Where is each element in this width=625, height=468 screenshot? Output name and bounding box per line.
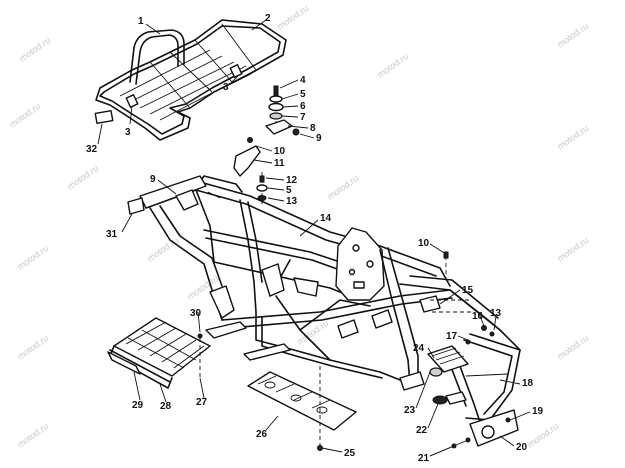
- watermark: motod.ru: [325, 173, 360, 202]
- watermark: motod.ru: [7, 101, 42, 130]
- watermark: motod.ru: [555, 235, 590, 264]
- callout-number: 10: [418, 238, 430, 249]
- skid-plate: [247, 366, 357, 451]
- watermark: motod.ru: [17, 35, 52, 64]
- callout-number: 18: [522, 378, 534, 389]
- callout-number: 32: [86, 144, 98, 155]
- callout-number: 30: [190, 308, 202, 319]
- callout-number: 5: [286, 185, 292, 196]
- callout-number: 26: [256, 429, 268, 440]
- front-bumper: [445, 333, 521, 449]
- watermark: motod.ru: [145, 235, 180, 264]
- callout-number: 20: [516, 442, 528, 453]
- watermark: motod.ru: [15, 243, 50, 272]
- callout-number: 31: [106, 229, 118, 240]
- callout-number: 19: [532, 406, 544, 417]
- callout-number: 6: [300, 101, 306, 112]
- front-mount-hardware: [430, 251, 495, 345]
- watermark: motod.ru: [525, 421, 560, 450]
- callout-number: 14: [320, 213, 332, 224]
- callout-number: 13: [490, 308, 502, 319]
- callout-number: 5: [300, 89, 306, 100]
- callout-number: 2: [265, 13, 271, 24]
- watermark: motod.ru: [275, 3, 310, 32]
- callout-number: 7: [300, 112, 306, 123]
- callout-number: 12: [286, 175, 298, 186]
- watermark: motod.ru: [555, 333, 590, 362]
- callout-number: 13: [286, 196, 298, 207]
- callout-number: 3: [223, 82, 229, 93]
- callout-number: 21: [418, 453, 430, 464]
- callout-number: 9: [316, 133, 322, 144]
- callout-number: 16: [472, 311, 484, 322]
- reflector: [94, 109, 114, 125]
- footpeg-assembly: [427, 345, 469, 405]
- callout-number: 8: [310, 123, 316, 134]
- watermark: motod.ru: [555, 123, 590, 152]
- watermark: motod.ru: [65, 163, 100, 192]
- callout-number: 3: [125, 127, 131, 138]
- callout-number: 22: [416, 425, 428, 436]
- callout-number: 11: [274, 158, 285, 169]
- watermark: motod.ru: [15, 421, 50, 450]
- callout-number: 9: [150, 174, 156, 185]
- callout-number: 17: [446, 331, 458, 342]
- callout-number: 25: [344, 448, 356, 459]
- callout-number: 24: [413, 343, 425, 354]
- callout-number: 10: [274, 146, 286, 157]
- callout-number: 27: [196, 397, 208, 408]
- frame-bushing: [127, 197, 145, 215]
- callout-number: 1: [138, 16, 144, 27]
- callout-labels: 1 2 3 3 4 5 6 7 8 9 10 11 9 12 5 13 14 3…: [86, 13, 544, 464]
- rear-rack: [95, 19, 287, 141]
- callout-number: 29: [132, 400, 144, 411]
- callout-number: 28: [160, 401, 172, 412]
- left-footrest: [107, 317, 211, 389]
- watermark: motod.ru: [375, 51, 410, 80]
- leader-lines: [97, 19, 531, 457]
- callout-number: 23: [404, 405, 416, 416]
- callout-number: 4: [300, 75, 306, 86]
- watermark-layer: motod.ru motod.ru motod.ru motod.ru moto…: [7, 3, 590, 450]
- callout-number: 15: [462, 285, 474, 296]
- watermark: motod.ru: [15, 333, 50, 362]
- watermark: motod.ru: [555, 21, 590, 50]
